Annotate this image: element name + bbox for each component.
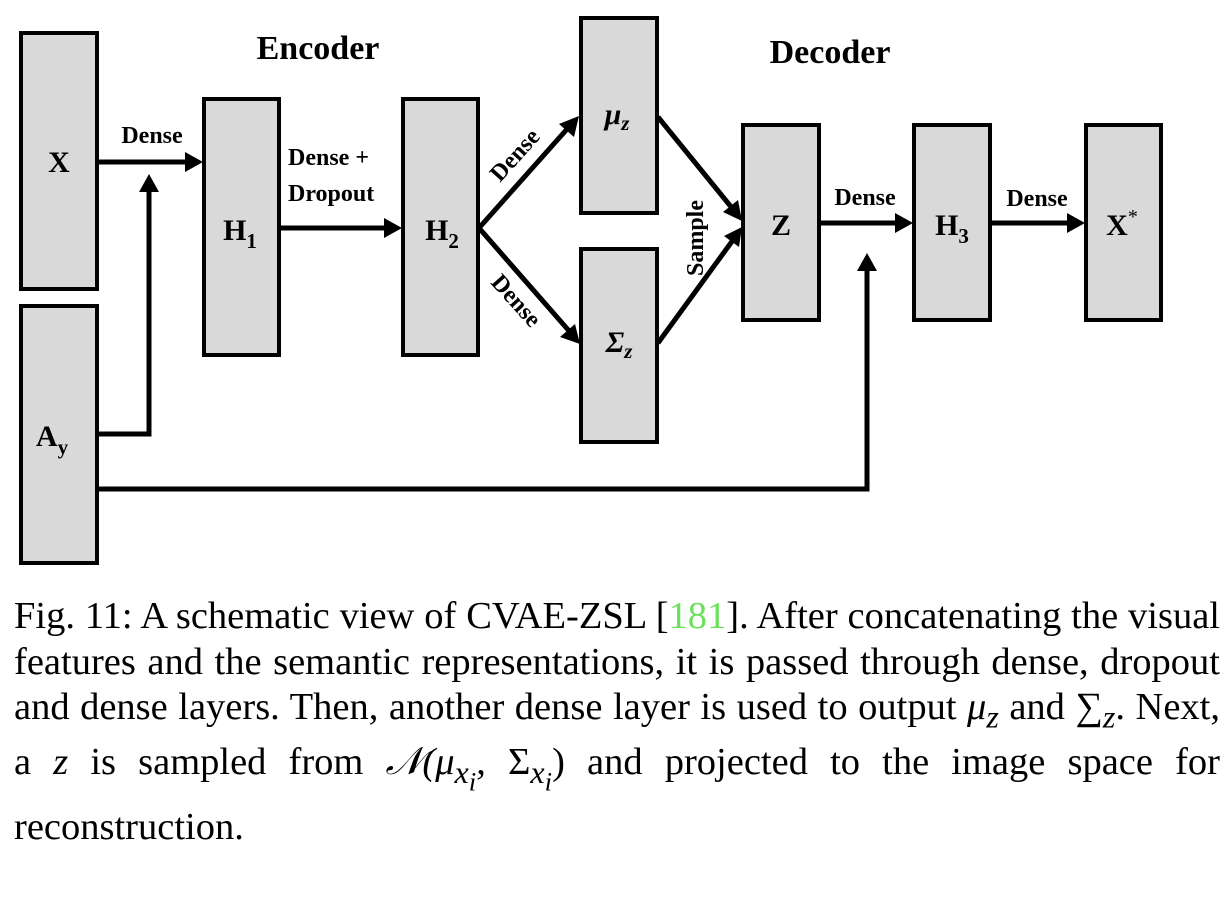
edge-x-h1: Dense [99, 123, 203, 172]
cvae-zsl-diagram: Encoder Decoder X Ay H1 H2 μz Σz Z H3 X* [19, 16, 1163, 565]
edge-h1-h2-label-2: Dropout [288, 181, 374, 207]
edge-h2-sigma-label: Dense [486, 270, 547, 333]
edge-h2-sigma: Dense [477, 226, 580, 344]
node-x-label: X [48, 146, 70, 179]
math-sigma: , Σ [476, 741, 531, 784]
edge-mu-z [656, 115, 742, 221]
math-z: z [53, 741, 69, 784]
caption-text-3: is sampled from [68, 741, 386, 784]
node-h3: H3 [912, 123, 992, 322]
edge-z-h3: Dense [820, 185, 913, 233]
math-normal: 𝒩(μ [385, 741, 455, 784]
math-mu-sub: z [986, 698, 999, 735]
math-sum: ∑ [1075, 686, 1103, 728]
node-x: X [19, 31, 99, 291]
edge-ay-h1 [99, 174, 159, 437]
citation-link[interactable]: 181 [668, 595, 727, 637]
edge-h3-xstar: Dense [991, 186, 1085, 233]
caption-text-4: and projected to the image space for rec… [14, 741, 1220, 848]
edge-h2-mu-label: Dense [485, 124, 546, 187]
node-xstar-label: X* [1106, 206, 1138, 242]
figure-caption: Fig. 11: A schematic view of CVAE-ZSL [1… [14, 594, 1220, 850]
node-ay: Ay [19, 304, 99, 565]
math-i-2: i [544, 766, 553, 797]
math-sum-sub: z [1102, 698, 1116, 735]
edge-sigma-z: Sample [655, 200, 742, 345]
edge-h1-h2: Dense + Dropout [281, 145, 402, 238]
decoder-title: Decoder [770, 34, 891, 71]
edge-h3-xstar-label: Dense [1006, 186, 1068, 212]
node-z-label: Z [771, 209, 791, 242]
node-xstar: X* [1084, 123, 1163, 322]
node-h1: H1 [202, 97, 281, 357]
node-ay-label: Ay [36, 420, 69, 459]
math-close: ) [552, 741, 565, 784]
node-h2: H2 [401, 97, 480, 357]
edge-h1-h2-label-1: Dense + [288, 145, 369, 171]
node-mu: μz [579, 16, 659, 215]
caption-text-2: . Next, a [14, 686, 1220, 784]
node-h1-label: H1 [223, 214, 257, 253]
edge-h2-mu: Dense [477, 116, 579, 230]
caption-and: and [998, 686, 1076, 728]
caption-prefix: Fig. 11: A schematic view of CVAE-ZSL [ [14, 595, 669, 637]
caption-text-1: ]. After concatenating the visual featur… [14, 595, 1220, 728]
math-xi-2: x [530, 753, 545, 790]
node-h3-label: H3 [935, 209, 969, 248]
edge-x-h1-label: Dense [121, 123, 183, 149]
edge-ay-decoder [99, 253, 877, 492]
node-z: Z [741, 123, 821, 322]
node-mu-label: μz [603, 98, 631, 135]
math-i-1: i [468, 766, 477, 797]
edge-z-h3-label: Dense [834, 185, 896, 211]
encoder-title: Encoder [257, 30, 380, 67]
node-sigma-label: Σz [605, 326, 634, 363]
math-xi-1: x [454, 753, 469, 790]
edge-sample-label: Sample [683, 200, 709, 276]
node-h2-label: H2 [425, 214, 459, 253]
node-sigma: Σz [579, 247, 659, 444]
math-mu: μ [967, 686, 987, 728]
